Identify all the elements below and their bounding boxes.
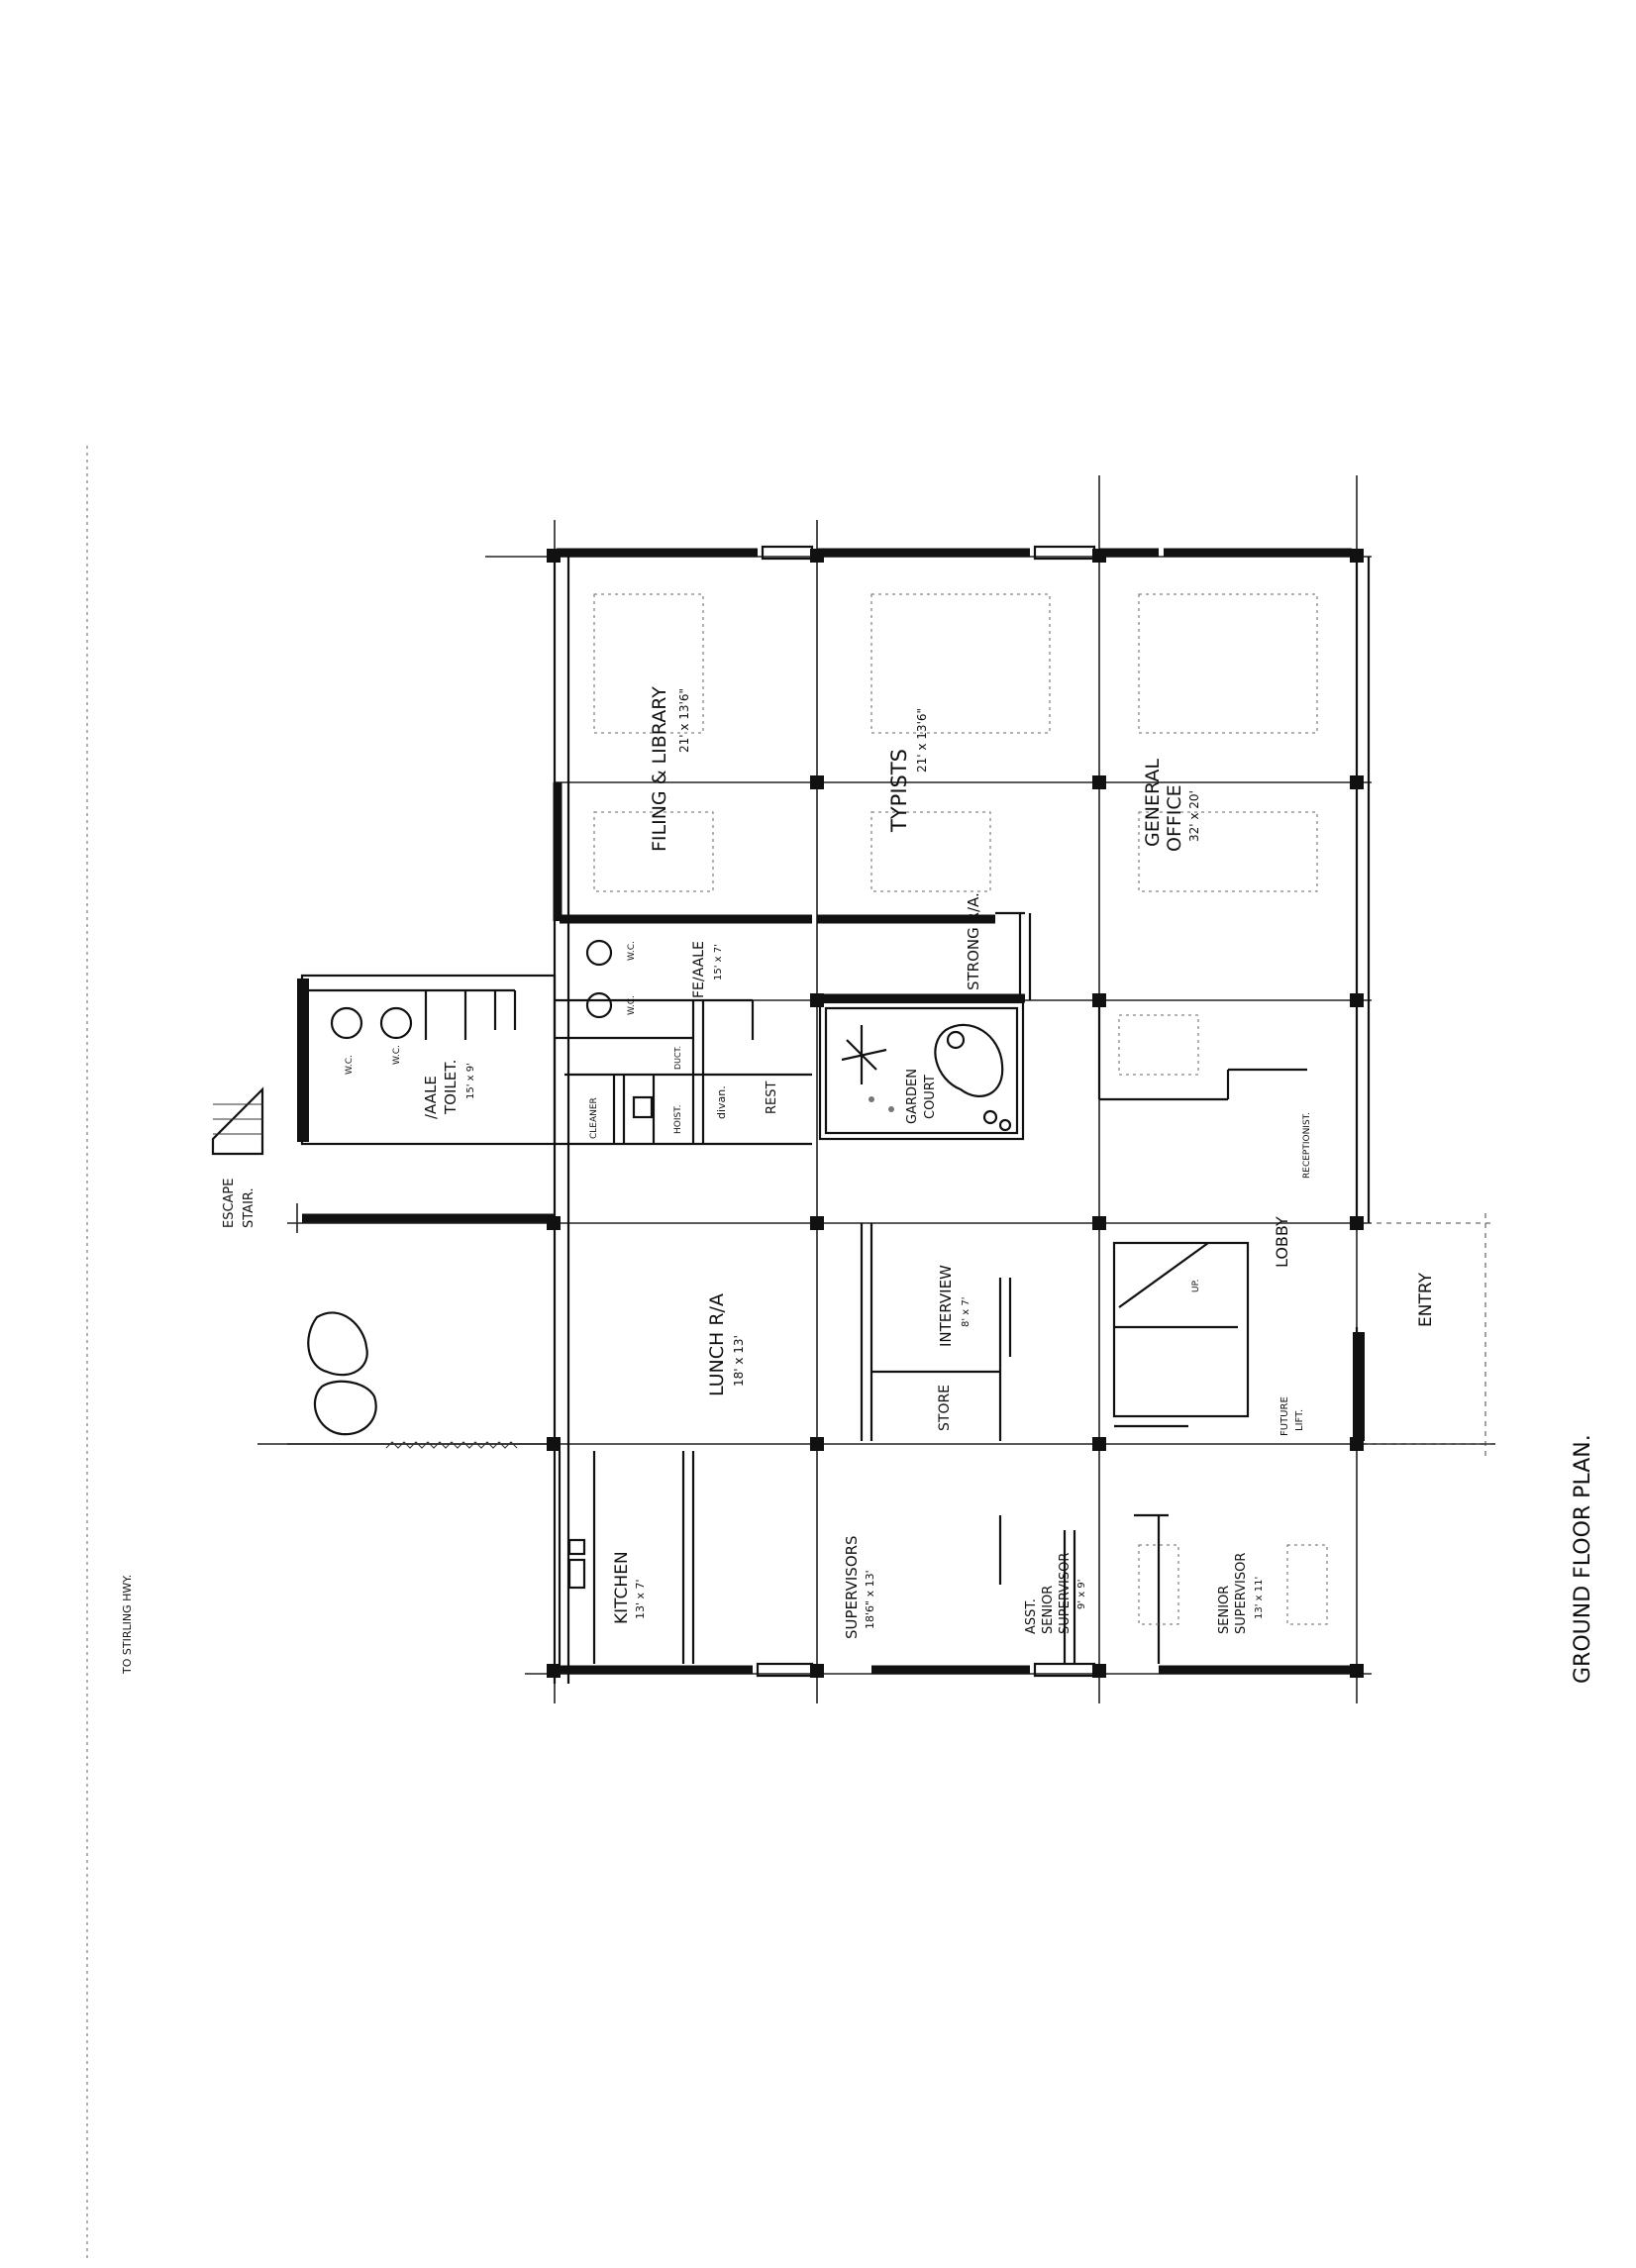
general-office-label-2: OFFICE <box>1164 784 1185 852</box>
wc-2-label: W.C. <box>392 1045 402 1065</box>
escape-stair-label-2: STAIR. <box>242 1187 256 1228</box>
garden-court-label-1: GARDEN <box>905 1069 920 1124</box>
wc-3-label: W.C. <box>627 941 637 961</box>
filing-library-label: FILING & LIBRARY <box>649 686 670 852</box>
escape-stair <box>211 1086 264 1156</box>
strong-room-label: STRONG R/A. <box>965 892 982 990</box>
supervisors-label: SUPERVISORS <box>843 1535 861 1639</box>
wc-1-label: W.C. <box>345 1055 355 1075</box>
room-labels: FILING & LIBRARY 21' x 13'6" TYPISTS 21'… <box>222 686 1436 1639</box>
drawing-title: GROUND FLOOR PLAN. <box>1571 1434 1595 1684</box>
asst-senior-supervisor-label-2: SENIOR <box>1041 1586 1056 1634</box>
general-office-size: 32' x 20' <box>1187 790 1201 842</box>
male-toilet-label-1: /AALE <box>422 1076 440 1119</box>
asst-senior-supervisor-label-3: SUPERVISOR <box>1058 1553 1073 1634</box>
entry-label: ENTRY <box>1416 1272 1436 1327</box>
lunch-room-label: LUNCH R/A <box>706 1293 728 1396</box>
female-toilet-size: 15' x 7' <box>713 944 724 980</box>
filing-library-size: 21' x 13'6" <box>677 688 691 753</box>
furniture-outlines <box>593 593 1328 1625</box>
supervisors-size: 18'6" x 13' <box>864 1570 876 1629</box>
male-toilet-label-2: TOILET. <box>442 1060 460 1115</box>
lobby-label: LOBBY <box>1273 1216 1291 1268</box>
wc-4-label: W.C. <box>627 995 637 1015</box>
typists-size: 21' x 13'6" <box>915 708 929 773</box>
female-toilet-label: FE/AALE <box>691 941 707 998</box>
duct-label: DUCT. <box>673 1046 682 1070</box>
road-note: TO STIRLING HWY. <box>121 1575 134 1675</box>
general-office-label-1: GENERAL <box>1142 759 1164 847</box>
lunch-room-size: 18' x 13' <box>732 1335 746 1387</box>
asst-senior-supervisor-label-1: ASST. <box>1024 1598 1039 1634</box>
garden-court-label-2: COURT <box>923 1075 938 1119</box>
typists-label: TYPISTS <box>887 749 911 833</box>
senior-supervisor-label-1: SENIOR <box>1217 1586 1232 1634</box>
cleaner-label: CLEANER <box>589 1097 599 1139</box>
interview-label: INTERVIEW <box>937 1265 955 1347</box>
stair-up-label: UP. <box>1191 1280 1201 1292</box>
trees <box>307 1311 518 1449</box>
interior-walls <box>297 911 1307 1664</box>
hoist-label: HOIST. <box>673 1104 683 1134</box>
kitchen-size: 13' x 7' <box>634 1579 647 1619</box>
garden-planting <box>841 1023 1012 1132</box>
rest-label: REST <box>765 1082 779 1114</box>
future-lift-label-2: LIFT. <box>1294 1409 1305 1431</box>
interview-size: 8' x 7' <box>961 1297 971 1328</box>
senior-supervisor-size: 13' x 11' <box>1254 1577 1265 1619</box>
male-toilet-size: 15' x 9' <box>465 1063 476 1099</box>
columns <box>547 549 1364 1678</box>
kitchen-label: KITCHEN <box>612 1551 632 1624</box>
fixtures <box>330 939 1209 1590</box>
divan-label: divan. <box>715 1085 728 1119</box>
senior-supervisor-label-2: SUPERVISOR <box>1234 1553 1249 1634</box>
exterior-walls <box>553 545 1371 1684</box>
escape-stair-label-1: ESCAPE <box>222 1179 237 1229</box>
store-label: STORE <box>937 1385 953 1431</box>
receptionist-label: RECEPTIONIST. <box>1302 1112 1312 1179</box>
asst-senior-supervisor-size: 9' x 9' <box>1076 1580 1087 1610</box>
future-lift-label-1: FUTURE <box>1279 1396 1290 1436</box>
